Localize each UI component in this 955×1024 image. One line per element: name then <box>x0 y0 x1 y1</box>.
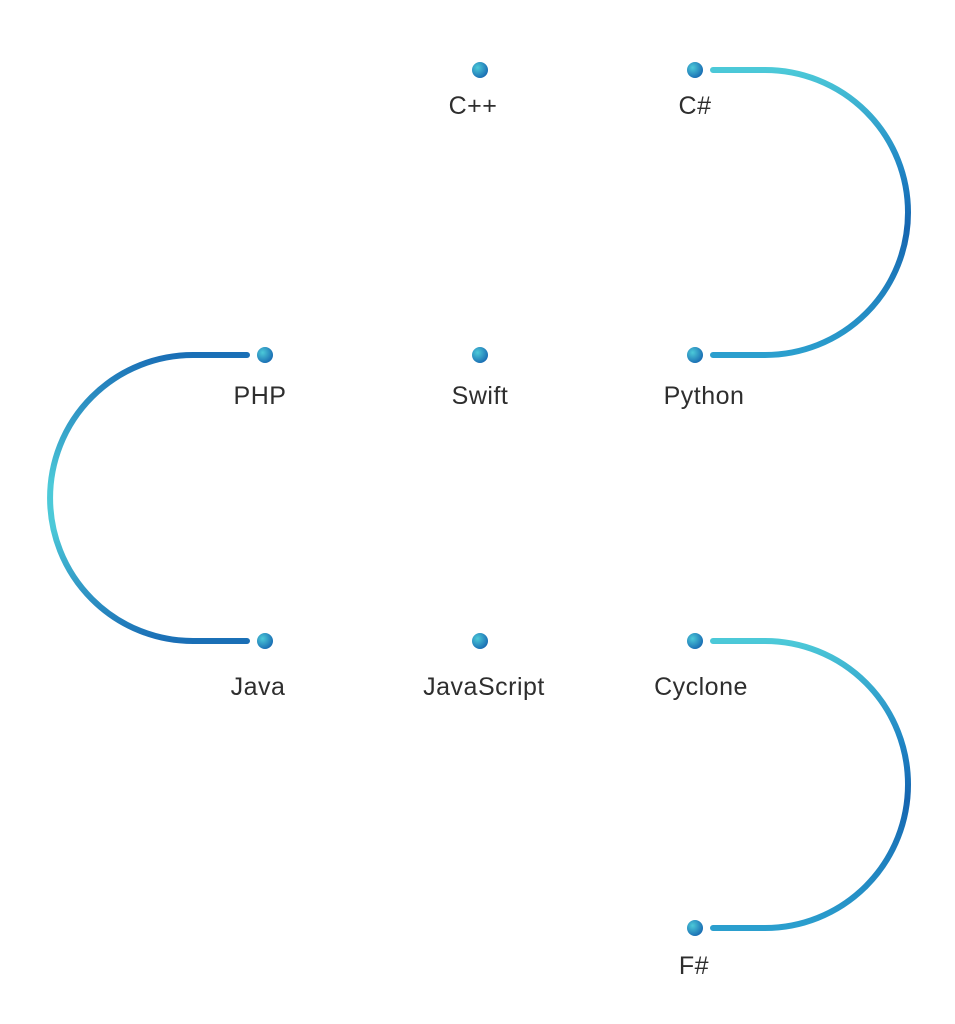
node-cpp-dot <box>472 62 488 78</box>
curve-cyclone-fsharp <box>710 638 911 931</box>
node-javascript-label: JavaScript <box>423 673 545 701</box>
node-javascript-dot <box>472 633 488 649</box>
node-csharp-dot <box>687 62 703 78</box>
node-fsharp-label: F# <box>679 952 709 980</box>
node-php-label: PHP <box>234 382 287 410</box>
curve-php-java <box>47 352 250 644</box>
node-cyclone-dot <box>687 633 703 649</box>
node-cpp-label: C++ <box>449 92 498 120</box>
node-python-label: Python <box>664 382 745 410</box>
node-java-label: Java <box>231 673 286 701</box>
node-swift-dot <box>472 347 488 363</box>
node-swift-label: Swift <box>452 382 509 410</box>
node-java-dot <box>257 633 273 649</box>
node-cyclone-label: Cyclone <box>654 673 748 701</box>
node-csharp-label: C# <box>679 92 712 120</box>
node-php-dot <box>257 347 273 363</box>
curve-csharp-python <box>710 67 911 358</box>
node-fsharp-dot <box>687 920 703 936</box>
node-python-dot <box>687 347 703 363</box>
